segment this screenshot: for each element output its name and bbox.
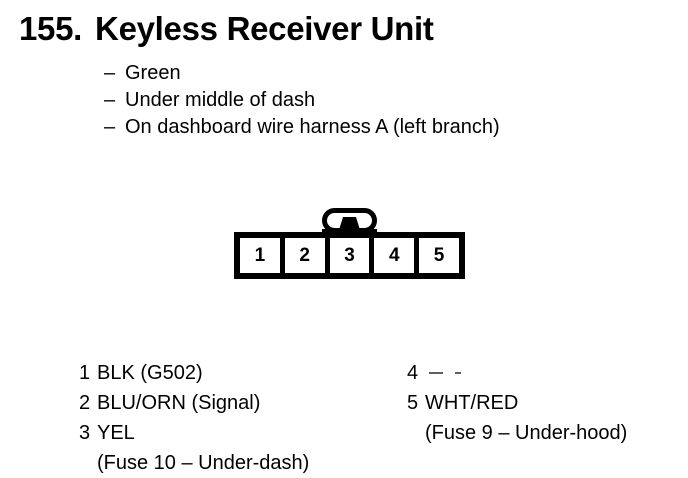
legend-wire-note: (Fuse 9 – Under-hood): [425, 422, 628, 444]
legend-wire-label: YEL: [97, 422, 135, 444]
connector-pin-4: 4: [374, 238, 415, 273]
legend-wire-label: BLU/ORN (Signal): [97, 392, 261, 414]
list-item: – On dashboard wire harness A (left bran…: [104, 114, 500, 141]
legend-pin-number: 2: [79, 392, 91, 414]
legend-wire-label: WHT/RED: [425, 392, 519, 414]
legend-pin-number: 4: [407, 362, 419, 384]
connector-latch-icon: [322, 208, 377, 233]
legend-pin-number: 3: [79, 422, 91, 444]
legend-row: 5 WHT/RED: [407, 388, 627, 418]
page-title-text: Keyless Receiver Unit: [95, 10, 434, 47]
legend-row: 4: [407, 358, 627, 388]
legend-empty-dash-icon: [429, 372, 455, 374]
page-title-number: 155.: [19, 10, 83, 47]
legend-row: 1 BLK (G502): [79, 358, 309, 388]
pin-legend-right-column: 4 5 WHT/RED (Fuse 9 – Under-hood): [407, 358, 627, 448]
connector-pin-1: 1: [240, 238, 280, 273]
legend-row: 2 BLU/ORN (Signal): [79, 388, 309, 418]
dash-icon: –: [104, 116, 116, 138]
list-item-label: Green: [125, 62, 181, 84]
connector-pin-3: 3: [329, 238, 370, 273]
legend-pin-number: 5: [407, 392, 419, 414]
description-list: – Green – Under middle of dash – On dash…: [104, 60, 500, 141]
dash-icon: –: [104, 62, 116, 84]
list-item-label: On dashboard wire harness A (left branch…: [125, 116, 500, 138]
list-item-label: Under middle of dash: [125, 89, 316, 111]
legend-wire-note: (Fuse 10 – Under-dash): [97, 452, 310, 474]
page-title: 155. Keyless Receiver Unit: [19, 12, 434, 45]
legend-pin-number: 1: [79, 362, 91, 384]
connector-diagram: 1 2 3 4 5: [234, 208, 465, 279]
legend-row: 3 YEL: [79, 418, 309, 448]
dash-icon: –: [104, 89, 116, 111]
connector-body: 1 2 3 4 5: [234, 232, 465, 279]
list-item: – Under middle of dash: [104, 87, 500, 114]
legend-wire-label: BLK (G502): [97, 362, 203, 384]
list-item: – Green: [104, 60, 500, 87]
connector-pin-5: 5: [419, 238, 459, 273]
pin-legend-left-column: 1 BLK (G502) 2 BLU/ORN (Signal) 3 YEL (F…: [79, 358, 309, 478]
connector-pin-2: 2: [284, 238, 325, 273]
